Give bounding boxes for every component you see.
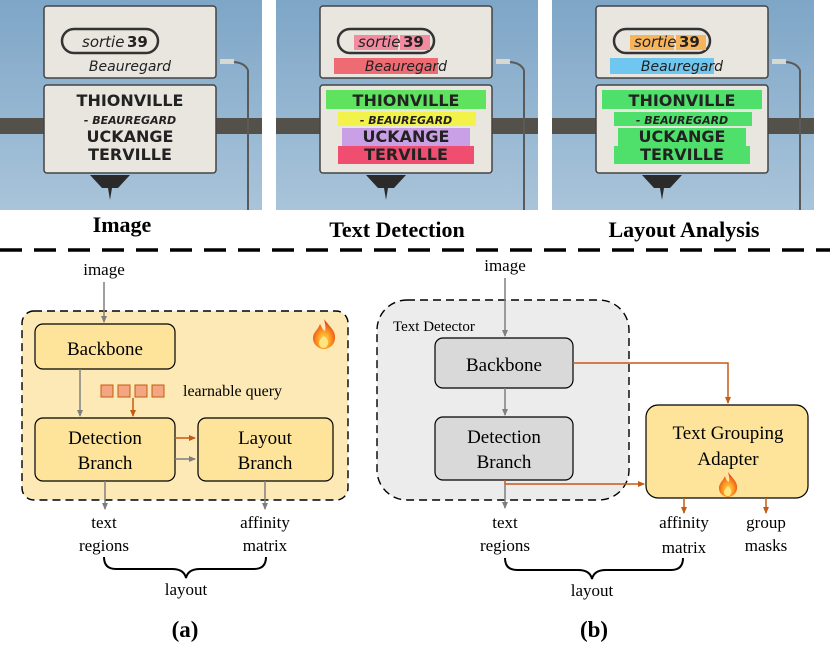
text-detector-label: Text Detector	[393, 319, 475, 335]
photo-text-detection: sortie 39 Beauregard THIONVILLE - BEAURE…	[276, 0, 538, 210]
sign-line-4: TERVILLE	[364, 145, 448, 164]
sign-line-4: TERVILLE	[88, 145, 172, 164]
output-text-regions-1: text	[492, 513, 518, 532]
output-affinity-matrix-2: matrix	[243, 536, 288, 555]
output-text-regions-2: regions	[79, 536, 129, 555]
arrow-backbone-adapter	[573, 362, 731, 404]
detection-branch-label-2: Branch	[78, 453, 133, 474]
layout-branch-label-1: Layout	[238, 428, 293, 449]
layout-branch-label-2: Branch	[238, 453, 293, 474]
output-group-masks-1: group	[746, 513, 786, 532]
panel-b: Text Detector image Backbone Detection B…	[376, 256, 809, 642]
panel-b-caption: (b)	[580, 617, 608, 642]
output-affinity-matrix-1: affinity	[240, 513, 290, 532]
sign-exit-number: 39	[127, 33, 148, 51]
sign-place: Beauregard	[365, 59, 447, 75]
sign-line-3: UCKANGE	[363, 127, 450, 146]
caption-layout-analysis: Layout Analysis	[609, 217, 760, 242]
flame-icon	[313, 319, 336, 349]
sign-line-2: - BEAUREGARD	[360, 114, 452, 127]
sign-exit-label: sortie	[634, 33, 676, 51]
detection-branch-box	[434, 416, 574, 481]
adapter-label-1: Text Grouping	[672, 423, 784, 444]
sign-line-3: UCKANGE	[87, 127, 174, 146]
input-label: image	[484, 256, 526, 275]
caption-image: Image	[93, 212, 152, 237]
learnable-query-squares	[100, 384, 165, 398]
panel-a: image Backbone learnable query Detection…	[21, 260, 349, 642]
panel-a-caption: (a)	[172, 617, 199, 642]
sign-line-4: TERVILLE	[640, 145, 724, 164]
output-text-regions-2: regions	[480, 536, 530, 555]
backbone-label: Backbone	[466, 355, 542, 376]
learnable-query-label: learnable query	[183, 383, 282, 400]
caption-text-detection: Text Detection	[329, 217, 464, 242]
layout-brace	[103, 556, 267, 579]
input-label: image	[83, 260, 125, 279]
backbone-box	[34, 323, 176, 370]
output-affinity-matrix-1: affinity	[659, 513, 709, 532]
sign-exit-number: 39	[679, 33, 700, 51]
flame-icon	[719, 472, 738, 497]
sign-line-1: THIONVILLE	[77, 91, 184, 110]
photo-image: sortie 39 Beauregard THIONVILLE - BEAURE…	[0, 0, 262, 210]
output-affinity-matrix-2: matrix	[662, 538, 707, 557]
layout-brace	[504, 557, 684, 580]
sign-exit-label: sortie	[82, 33, 124, 51]
detection-branch-label-1: Detection	[467, 427, 541, 448]
sign-place: Beauregard	[641, 59, 723, 75]
photo-layout-analysis: sortie 39 Beauregard THIONVILLE - BEAURE…	[552, 0, 814, 210]
sign-line-1: THIONVILLE	[353, 91, 460, 110]
sign-place: Beauregard	[89, 59, 171, 75]
sign-exit-number: 39	[403, 33, 424, 51]
sign-line-1: THIONVILLE	[629, 91, 736, 110]
brace-label: layout	[165, 580, 208, 599]
output-text-regions-1: text	[91, 513, 117, 532]
sign-line-2: - BEAUREGARD	[636, 114, 728, 127]
detection-branch-label-1: Detection	[68, 428, 142, 449]
sign-line-3: UCKANGE	[639, 127, 726, 146]
brace-label: layout	[571, 581, 614, 600]
adapter-label-2: Adapter	[697, 449, 759, 470]
sign-line-2: - BEAUREGARD	[84, 114, 176, 127]
detection-branch-label-2: Branch	[477, 452, 532, 473]
backbone-label: Backbone	[67, 339, 143, 360]
text-grouping-adapter-box	[645, 404, 809, 499]
sign-exit-label: sortie	[358, 33, 400, 51]
output-group-masks-2: masks	[745, 536, 788, 555]
